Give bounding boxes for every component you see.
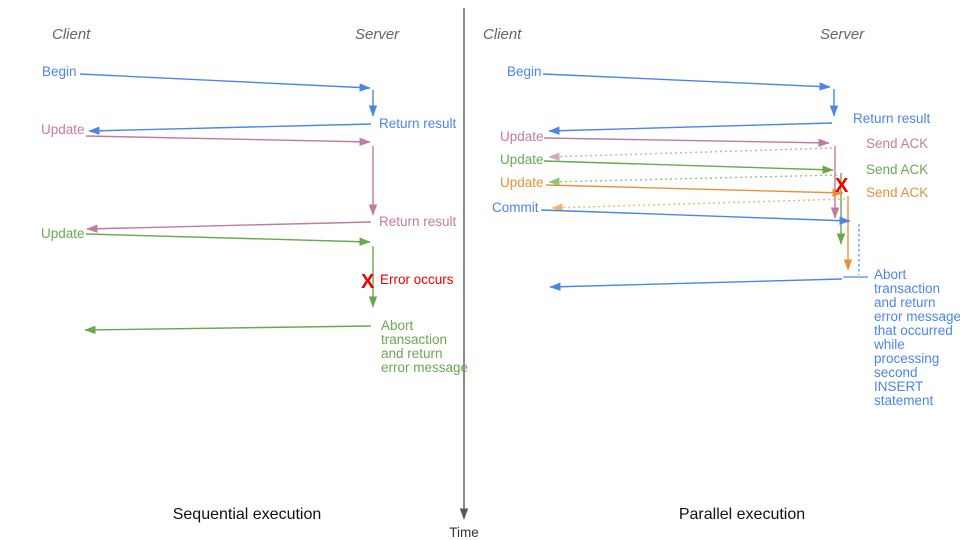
right-send-ack-1-label: Send ACK [866, 136, 928, 151]
left-update-2-request-arrow [85, 233, 371, 246]
right-return-result-label: Return result [853, 111, 931, 126]
left-error-x-icon: X [361, 271, 375, 293]
right-return-result-arrow [548, 122, 833, 135]
right-send-ack-3-label: Send ACK [866, 185, 928, 200]
right-abort-line-9: INSERT [874, 379, 923, 394]
parallel-panel: Client Server Begin Return result Update… [483, 26, 960, 523]
left-update-1-request-arrow [85, 135, 371, 146]
right-abort-line-2: transaction [874, 281, 940, 296]
right-commit-request-arrow [540, 209, 851, 225]
time-axis: Time [449, 8, 479, 540]
left-server-label: Server [355, 26, 400, 43]
left-client-label: Client [52, 26, 91, 43]
right-server-label: Server [820, 26, 865, 43]
left-caption: Sequential execution [173, 506, 322, 523]
right-abort-line-10: statement [874, 393, 934, 408]
right-abort-line-5: that occurred [874, 323, 953, 338]
right-commit-label: Commit [492, 200, 539, 215]
right-begin-request-arrow [542, 73, 831, 91]
right-update-1-label: Update [500, 129, 544, 144]
left-error-occurs-label: Error occurs [380, 272, 454, 287]
left-return-result-2-arrow [86, 221, 372, 233]
right-abort-return-arrow [549, 278, 843, 291]
sequential-panel: Client Server Begin Return result Update… [41, 26, 468, 523]
left-abort-return-arrow [84, 325, 372, 335]
right-update-2-label: Update [500, 152, 544, 167]
right-begin-label: Begin [507, 64, 542, 79]
right-update-3-label: Update [500, 175, 544, 190]
left-begin-request-arrow [79, 73, 371, 92]
right-abort-line-7: processing [874, 351, 939, 366]
left-abort-line-1: Abort [381, 318, 414, 333]
right-abort-line-8: second [874, 365, 918, 380]
right-send-ack-1-arrow [548, 147, 833, 161]
left-return-result-2-label: Return result [379, 214, 457, 229]
left-return-result-1-arrow [88, 123, 372, 135]
right-error-x-icon: X [835, 175, 849, 197]
right-send-ack-3-arrow [551, 198, 846, 212]
left-abort-line-4: error message [381, 360, 468, 375]
left-begin-label: Begin [42, 64, 77, 79]
right-abort-line-4: error message [874, 309, 960, 324]
right-update-1-request-arrow [543, 137, 830, 148]
left-abort-line-3: and return [381, 346, 443, 361]
right-client-label: Client [483, 26, 522, 43]
right-send-ack-2-label: Send ACK [866, 162, 928, 177]
right-abort-line-1: Abort [874, 267, 907, 282]
right-send-ack-2-arrow [548, 174, 838, 186]
left-update-2-label: Update [41, 226, 85, 241]
right-abort-line-3: and return [874, 295, 936, 310]
right-caption: Parallel execution [679, 506, 805, 523]
right-abort-line-6: while [873, 337, 905, 352]
right-update-3-request-arrow [545, 184, 844, 197]
time-axis-label: Time [449, 525, 479, 540]
left-return-result-1-label: Return result [379, 116, 457, 131]
left-abort-line-2: transaction [381, 332, 447, 347]
right-update-2-request-arrow [543, 160, 834, 174]
left-update-1-label: Update [41, 122, 85, 137]
